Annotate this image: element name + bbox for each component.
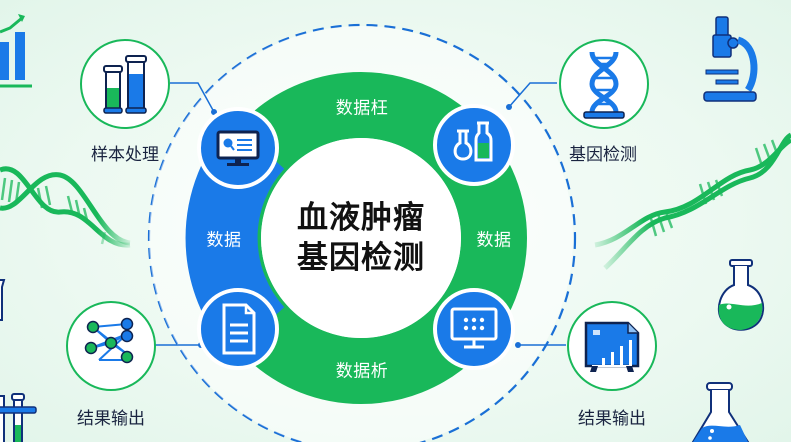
node-bottom-right[interactable] (432, 287, 516, 371)
test-tubes-icon (103, 55, 147, 114)
round-flask-icon (717, 259, 765, 331)
ring-label-bottom: 数据析 (335, 361, 389, 382)
center-title: 血液肿瘤 基因检测 (297, 198, 425, 278)
satellite-top-right[interactable] (558, 38, 650, 130)
dna-icon (583, 51, 625, 119)
lab-flasks-icon (453, 121, 493, 162)
bar-chart-icon (0, 14, 32, 88)
test-tube-rack-icon (0, 393, 37, 442)
erlenmeyer-flask-icon (691, 382, 750, 442)
satellite-top-left[interactable] (79, 38, 171, 130)
microscope-icon (703, 16, 758, 102)
satellite-label-top-left: 样本处理 (91, 145, 159, 165)
node-top-right[interactable] (432, 103, 516, 187)
document-icon (222, 303, 256, 355)
satellite-label-top-right: 基因检测 (569, 145, 637, 165)
beaker-icon (0, 279, 6, 321)
ring-label-top: 数据枉 (335, 98, 389, 119)
network-icon (84, 317, 134, 364)
dna-helix-right (594, 132, 791, 270)
ring-label-left: 数据 (206, 230, 242, 251)
report-chart-icon (584, 321, 640, 372)
node-bottom-left[interactable] (196, 287, 280, 371)
dna-helix-left (0, 166, 131, 248)
connector-lines (155, 82, 566, 346)
node-top-left[interactable] (196, 106, 280, 190)
satellite-bottom-left[interactable] (65, 300, 157, 392)
center-title-line2: 基因检测 (297, 240, 425, 276)
satellite-label-bottom-left: 结果输出 (77, 409, 145, 429)
center-title-line1: 血液肿瘤 (297, 200, 425, 236)
ring-label-right: 数据 (476, 230, 512, 251)
monitor-grid-icon (450, 307, 498, 349)
satellite-label-bottom-right: 结果输出 (578, 409, 646, 429)
monitor-search-icon (216, 130, 260, 166)
satellite-bottom-right[interactable] (566, 300, 658, 392)
